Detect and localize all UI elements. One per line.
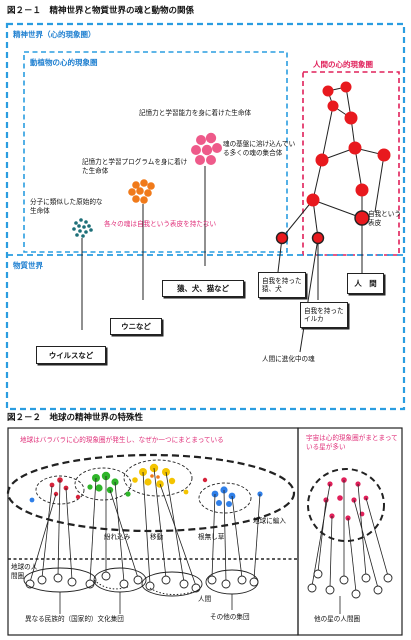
box-sea-urchin: ウニなど bbox=[110, 318, 162, 335]
star-person-rings bbox=[307, 569, 393, 599]
human-circle-label: 人間の心的現象圏 bbox=[313, 60, 373, 69]
earth-spirit-ellipse bbox=[6, 453, 296, 533]
group-ellipse-3 bbox=[123, 459, 193, 497]
dots-green-group bbox=[87, 471, 119, 494]
star-frame bbox=[297, 427, 403, 636]
evolving-node-dolphin bbox=[311, 231, 325, 245]
material-world-label: 物質世界 bbox=[13, 261, 43, 270]
group-ellipse-2 bbox=[74, 467, 132, 501]
box-self-dolphin: 自我を持ったイルカ bbox=[300, 302, 348, 328]
dots-red-group bbox=[49, 477, 69, 497]
label-evolving: 人間に進化中の魂 bbox=[262, 355, 315, 363]
label-other-star: 他の星の人間圏 bbox=[314, 615, 361, 623]
self-skin-node bbox=[354, 210, 370, 226]
dots-right-star bbox=[323, 477, 369, 521]
group-connector-dots bbox=[93, 579, 201, 595]
label-earth-human: 地球の人間圏 bbox=[11, 563, 38, 580]
label-memory-program: 記憶力と学習プログラムを身に着けた生命体 bbox=[82, 158, 188, 175]
earth-caption: 地球はバラバラに心的現象圏が発生し、なぜか一つにまとまっている bbox=[20, 436, 224, 444]
dots-orange-group bbox=[150, 474, 160, 479]
label-self-skin: 自我という表皮 bbox=[368, 210, 401, 227]
label-move: 移動 bbox=[150, 533, 164, 541]
box-human: 人 間 bbox=[347, 273, 384, 294]
group-ellipse-4 bbox=[198, 482, 252, 514]
label-nations: 異なる民族的（国家的）文化集団 bbox=[25, 615, 124, 623]
teal-dot-cluster bbox=[72, 218, 93, 238]
label-soul-dissolve: 魂の基盤に溶け込んでいる多くの魂の集合体 bbox=[223, 140, 296, 157]
star-spirit-ellipse bbox=[307, 468, 385, 542]
earth-stems bbox=[29, 467, 261, 587]
label-human: 人間 bbox=[198, 595, 212, 603]
earth-frame bbox=[7, 427, 299, 636]
star-caption: 宇宙は心的現象圏がまとまっている星が多い bbox=[306, 434, 398, 451]
orange-dot-cluster bbox=[128, 179, 155, 204]
fig2-title: 図２－２ 地球の精神世界の特殊性 bbox=[7, 413, 144, 423]
human-network-nodes bbox=[306, 81, 391, 207]
star-stems bbox=[311, 480, 389, 593]
fig1-title: 図２－１ 精神世界と物質世界の魂と動物の関係 bbox=[7, 6, 195, 16]
earth-person-rings bbox=[25, 571, 259, 593]
label-memory-learning: 記憶力と学習能力を身に着けた生命体 bbox=[139, 109, 252, 117]
box-monkey-dog-cat: 猿、犬、猫など bbox=[162, 280, 244, 297]
label-molecule: 分子に類似した原始的な生命体 bbox=[30, 198, 103, 215]
spirit-world-label: 精神世界（心的現象圏） bbox=[13, 30, 96, 39]
pink-dot-cluster bbox=[191, 132, 222, 165]
box-virus: ウイルスなど bbox=[36, 346, 106, 364]
label-rootless: 根無し草 bbox=[198, 533, 225, 541]
label-earth-add: 地球に編入 bbox=[253, 517, 286, 525]
label-mixed: 紛れ込み bbox=[104, 533, 131, 541]
nation-group-oval-3 bbox=[141, 571, 203, 597]
label-no-self: 各々の魂は自我という表皮を持たない bbox=[104, 220, 217, 228]
label-other-groups: その他の集団 bbox=[210, 613, 250, 621]
plant-animal-label: 動植物の心的現象圏 bbox=[30, 58, 98, 67]
spirit-world-border bbox=[5, 22, 406, 411]
plant-animal-border bbox=[23, 51, 288, 253]
group-ellipse-1 bbox=[35, 475, 85, 505]
box-self-dog: 自我を持った猿、犬 bbox=[258, 272, 306, 298]
evolving-node-dog bbox=[275, 231, 289, 245]
